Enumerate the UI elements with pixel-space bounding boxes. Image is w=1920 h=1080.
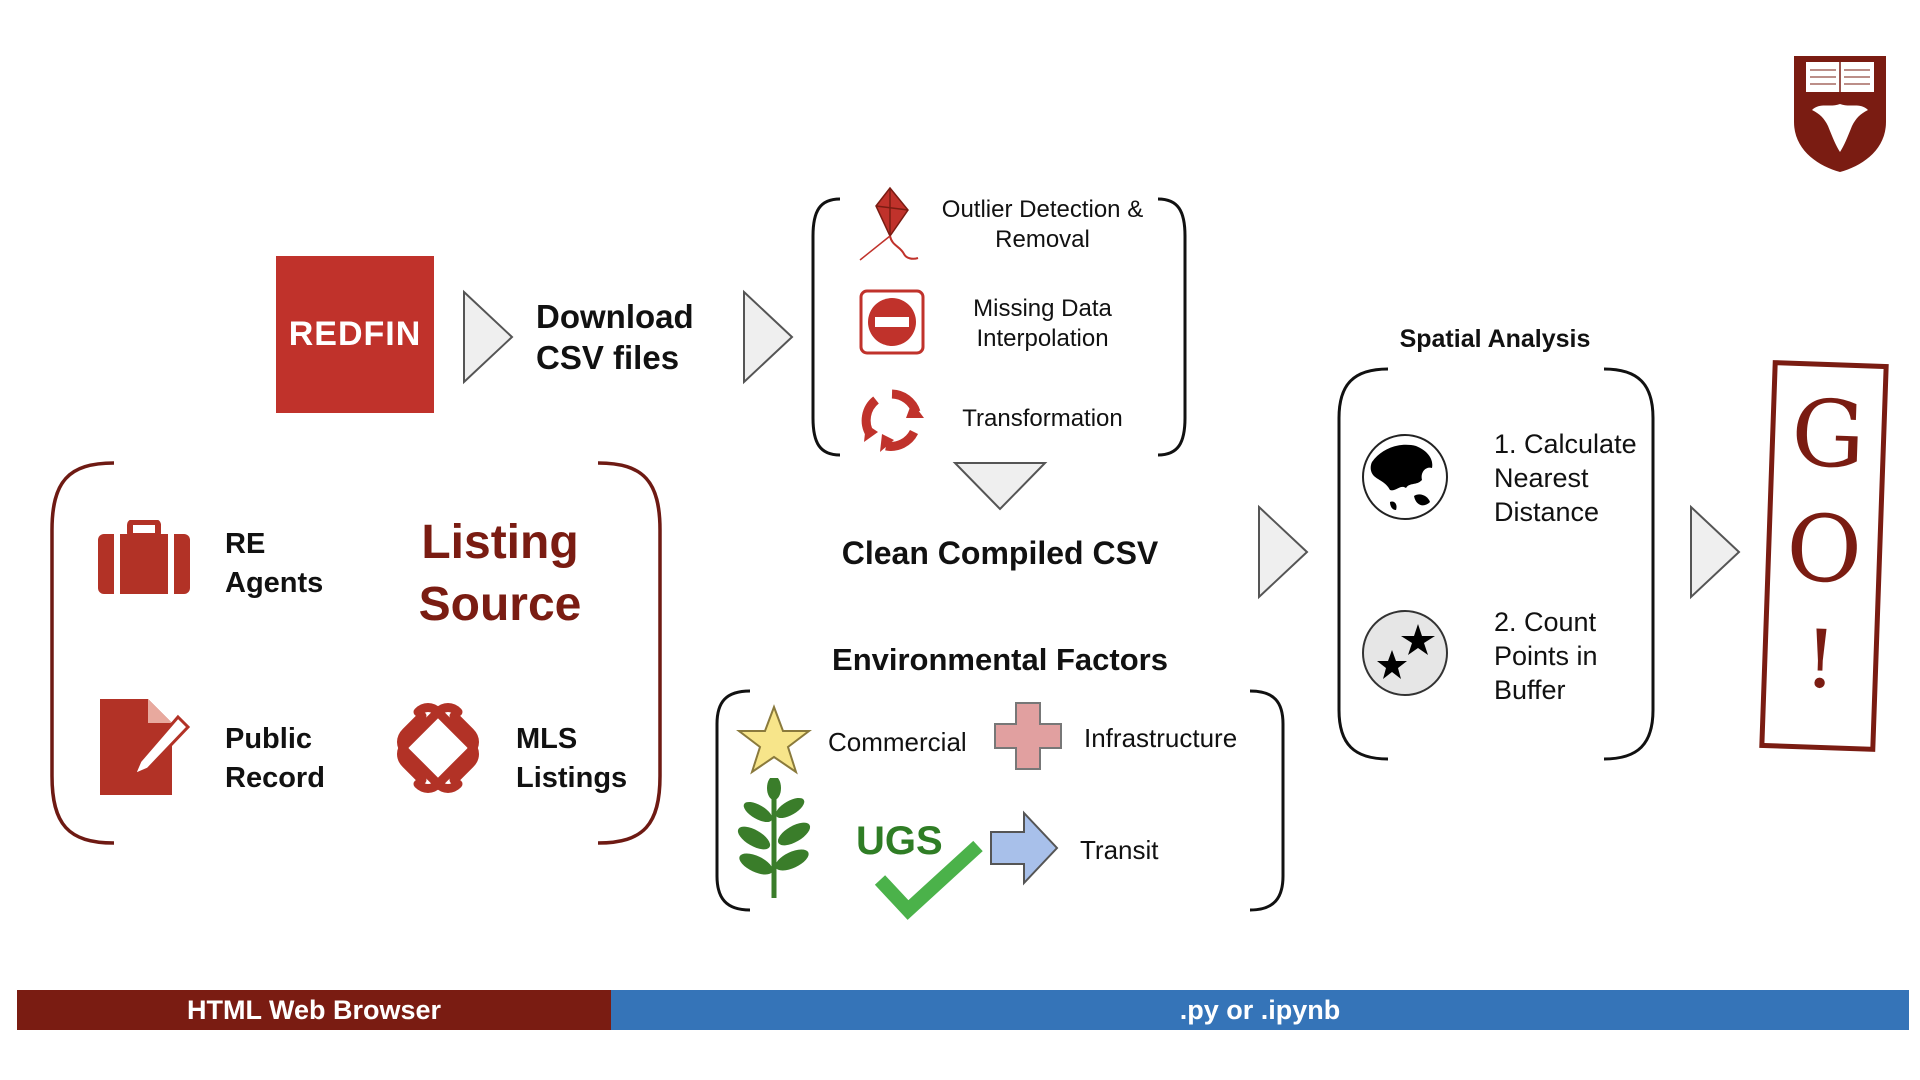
go-letter-g: G [1789, 379, 1867, 490]
flow-arrow [1688, 504, 1742, 600]
arrow-icon [988, 810, 1060, 886]
kite-icon [852, 184, 932, 264]
listing-source-title: Listing Source [390, 512, 610, 636]
listing-source-bracket-left [48, 460, 118, 846]
go-letter-o: O [1784, 494, 1864, 605]
calculate-distance-label: 1. Calculate Nearest Distance [1494, 427, 1637, 529]
html-web-browser-bar: HTML Web Browser [17, 990, 611, 1030]
flow-arrow [1256, 504, 1310, 600]
public-record-line1: Public [225, 723, 313, 755]
count-line1: 2. Count [1494, 607, 1597, 637]
public-record-label: Public Record [225, 720, 325, 798]
download-csv-label: Download CSV files [536, 296, 694, 378]
university-crest-logo [1790, 52, 1890, 174]
environmental-factors-title: Environmental Factors [832, 642, 1168, 677]
redfin-logo: REDFIN [276, 256, 434, 413]
listing-source-bracket-right [594, 460, 664, 846]
cross-icon [992, 700, 1064, 772]
go-stamp: G O ! [1759, 360, 1889, 752]
globe-icon [1360, 432, 1450, 522]
checkmark-icon [870, 838, 986, 924]
cleaning-group-bracket-right [1148, 196, 1188, 458]
listing-source-title-line2: Source [418, 578, 582, 631]
listing-source-title-line1: Listing [421, 516, 579, 569]
step-outlier-label: Outlier Detection & Removal [941, 196, 1144, 253]
re-agents-line2: Agents [225, 567, 324, 599]
count-line2: Points in [1494, 641, 1598, 671]
plant-icon [734, 778, 814, 900]
cleaning-group-bracket-left [810, 196, 850, 458]
mls-listings-label: MLS Listings [516, 720, 627, 798]
chain-link-icon [392, 702, 484, 794]
count-points-label: 2. Count Points in Buffer [1494, 605, 1598, 707]
flow-arrow-down [952, 460, 1048, 512]
stars-circle-icon [1360, 608, 1450, 698]
no-entry-icon [858, 288, 926, 356]
transit-label: Transit [1080, 835, 1159, 865]
document-pen-icon [96, 695, 192, 799]
step-missing-data-label: Missing Data Interpolation [973, 295, 1112, 352]
count-line3: Buffer [1494, 675, 1566, 705]
flow-arrow [461, 289, 515, 385]
flow-arrow [741, 289, 795, 385]
step-transformation-label: Transformation [962, 405, 1123, 432]
re-agents-line1: RE [225, 528, 266, 560]
spatial-bracket-left [1336, 366, 1392, 762]
clean-compiled-csv-label: Clean Compiled CSV [841, 535, 1159, 571]
re-agents-label: RE Agents [225, 525, 323, 603]
star-icon [736, 704, 812, 776]
mls-line1: MLS [516, 723, 578, 755]
env-bracket-right [1246, 688, 1286, 914]
calc-line2: Nearest [1494, 463, 1589, 493]
mls-line2: Listings [516, 762, 628, 794]
download-line1: Download [536, 298, 694, 335]
go-exclamation: ! [1802, 612, 1839, 707]
download-line2: CSV files [536, 339, 680, 376]
briefcase-icon [96, 520, 192, 596]
ugs-label: UGS [856, 819, 943, 863]
infrastructure-label: Infrastructure [1084, 723, 1238, 753]
redfin-logo-text: REDFIN [288, 315, 422, 353]
py-ipynb-bar: .py or .ipynb [611, 990, 1909, 1030]
spatial-analysis-title: Spatial Analysis [1399, 325, 1591, 353]
calc-line3: Distance [1494, 497, 1600, 527]
commercial-label: Commercial [828, 727, 967, 757]
calc-line1: 1. Calculate [1494, 429, 1637, 459]
spatial-bracket-right [1600, 366, 1656, 762]
public-record-line2: Record [225, 762, 325, 794]
env-bracket-left [714, 688, 754, 914]
recycle-icon [856, 384, 928, 456]
